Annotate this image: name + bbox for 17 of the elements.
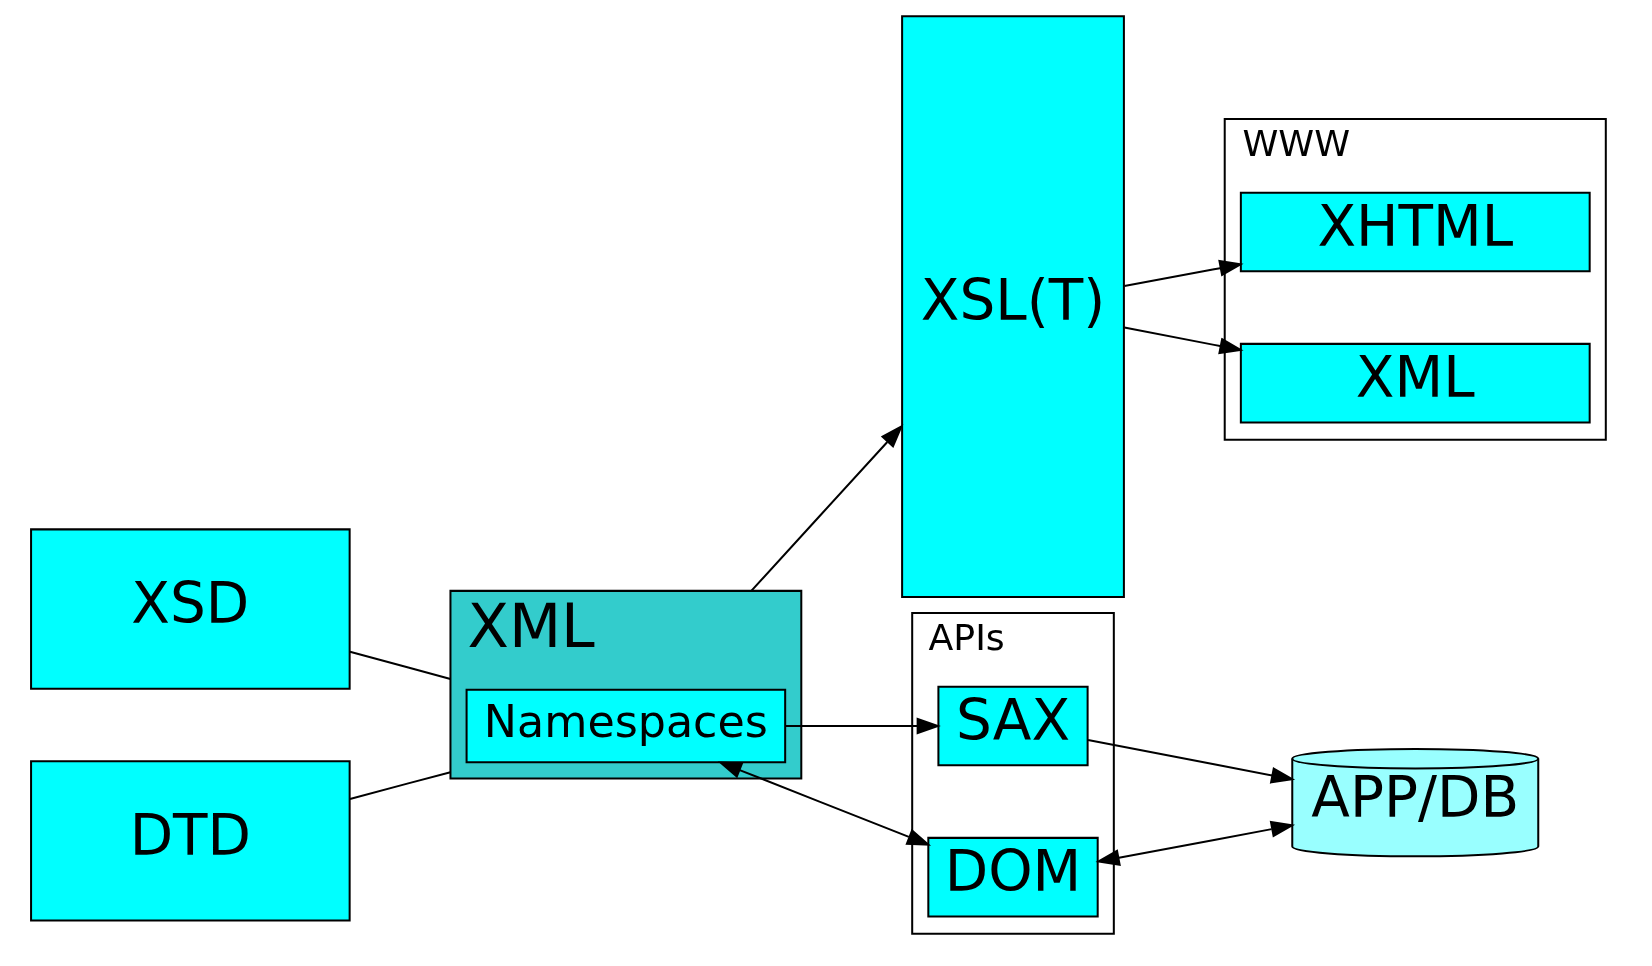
arrow (1095, 820, 1295, 866)
arrow (717, 761, 931, 846)
arrow (750, 424, 903, 592)
node-box: XSD (29, 528, 351, 690)
arrow (1087, 739, 1295, 784)
node-box: Namespaces (465, 688, 786, 764)
node-box: XML (1239, 342, 1591, 424)
arrow (1123, 326, 1244, 355)
connector (349, 650, 451, 680)
arrow (784, 717, 941, 735)
node-box: DTD (29, 760, 351, 922)
node-box: SAX (936, 685, 1089, 767)
node-box: DOM (926, 836, 1099, 918)
arrow (1123, 259, 1244, 288)
node-box: XHTML (1239, 191, 1591, 273)
connector (349, 771, 451, 800)
node-box: XSL(T) (900, 15, 1125, 598)
